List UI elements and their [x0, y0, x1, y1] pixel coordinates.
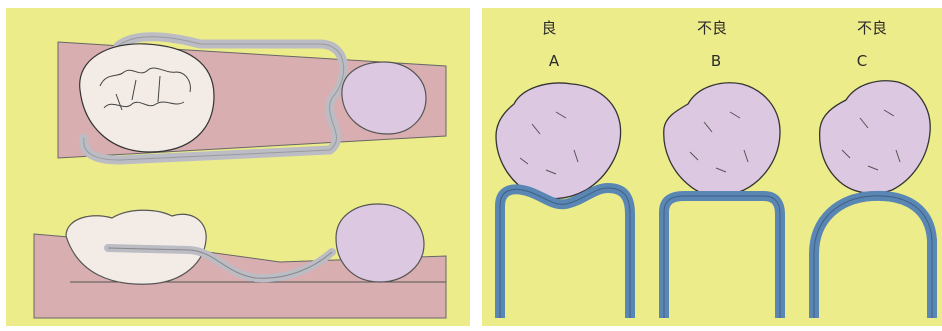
letter-label-a: A [549, 52, 560, 70]
rating-label-c: 不良 [857, 19, 887, 37]
rating-label-b: 不良 [697, 19, 727, 37]
premolar-buccal [336, 204, 424, 282]
left-panel [6, 8, 470, 326]
rating-label-a: 良 [541, 19, 556, 37]
letter-label-c: C [857, 52, 867, 70]
right-panel: 良 A 不良 B 不良 C [482, 8, 942, 326]
panel-divider [470, 0, 482, 331]
letter-label-b: B [711, 52, 721, 70]
